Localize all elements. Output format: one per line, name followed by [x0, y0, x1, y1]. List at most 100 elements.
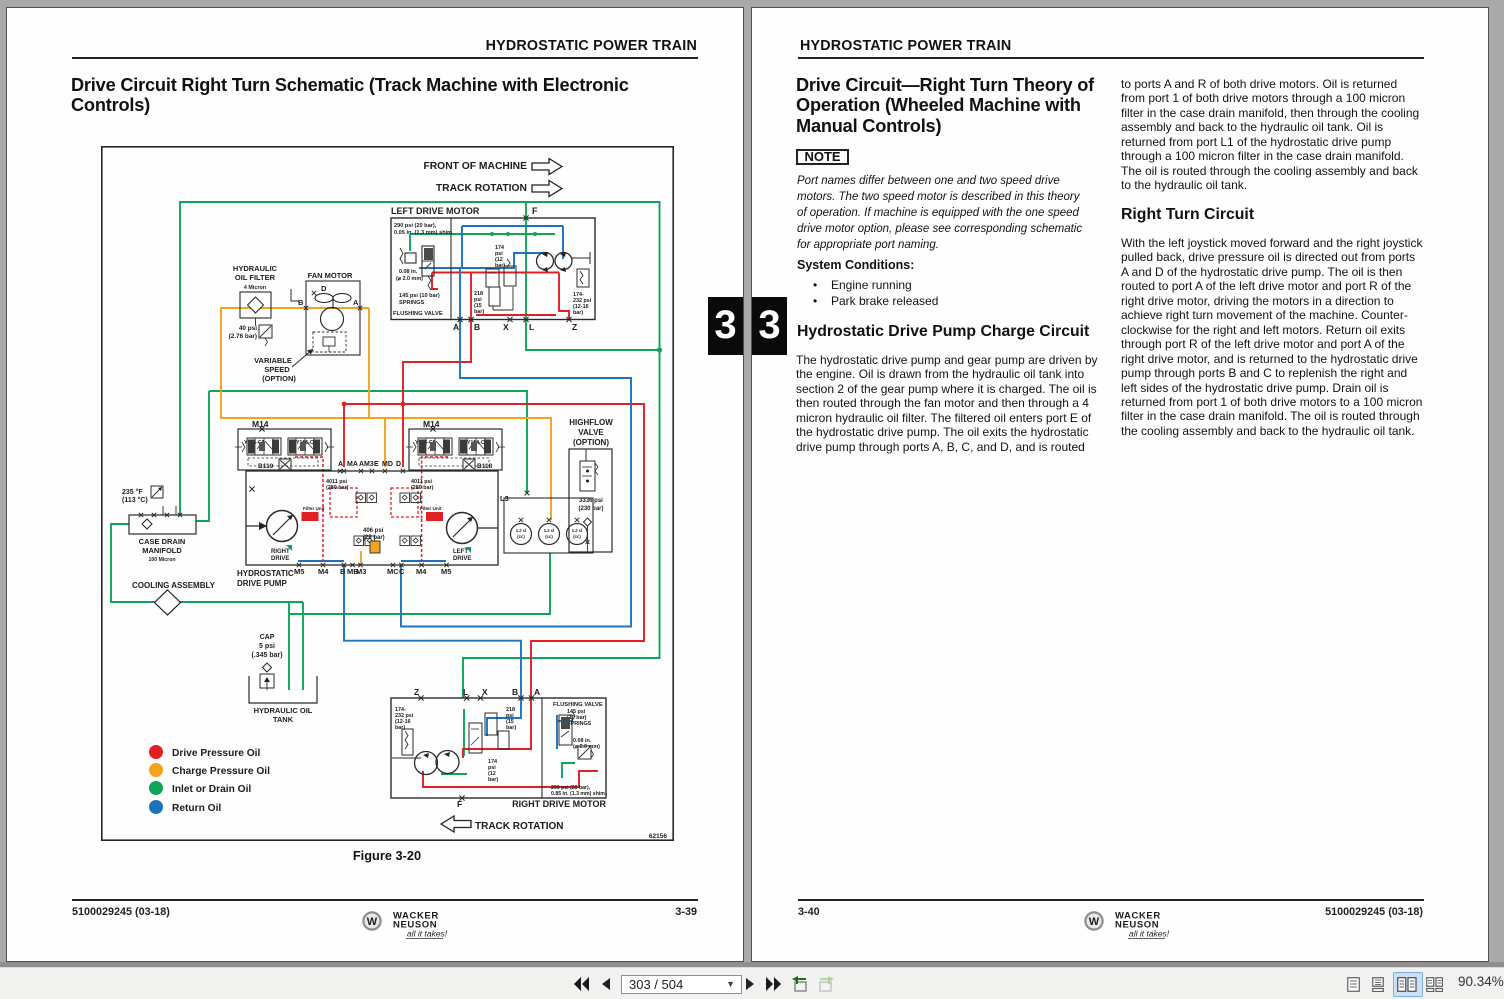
svg-text:(280 bar): (280 bar)	[411, 485, 434, 491]
svg-text:(15: (15	[506, 719, 514, 725]
svg-text:MC: MC	[387, 567, 399, 576]
svg-text:(OPTION): (OPTION)	[262, 374, 296, 383]
svg-text:1.2 cl: 1.2 cl	[544, 528, 554, 533]
svg-text:Y164-C1: Y164-C1	[467, 440, 488, 446]
svg-text:F: F	[457, 799, 462, 809]
svg-text:(⌀ 2.0 mm): (⌀ 2.0 mm)	[573, 744, 600, 750]
svg-text:RIGHT: RIGHT	[271, 549, 290, 555]
svg-text:Z: Z	[572, 322, 577, 332]
svg-text:all it takes!: all it takes!	[407, 929, 448, 939]
svg-text:D: D	[396, 461, 401, 468]
svg-text:psi: psi	[495, 251, 503, 257]
svg-text:MA: MA	[347, 461, 358, 468]
svg-text:B: B	[474, 322, 480, 332]
svg-text:E: E	[374, 461, 379, 468]
svg-text:145 psi (10 bar): 145 psi (10 bar)	[399, 293, 440, 299]
svg-text:SPRINGS: SPRINGS	[399, 300, 424, 306]
svg-text:FLUSHING VALVE: FLUSHING VALVE	[393, 311, 443, 317]
svg-text:3336 psi: 3336 psi	[579, 498, 603, 504]
svg-text:X: X	[503, 322, 509, 332]
svg-text:FRONT OF MACHINE: FRONT OF MACHINE	[423, 161, 527, 172]
svg-text:M5: M5	[294, 567, 304, 576]
svg-text:HIGHFLOW: HIGHFLOW	[569, 418, 613, 427]
svg-text:VALVE: VALVE	[578, 428, 604, 437]
svg-text:62156: 62156	[649, 833, 667, 840]
svg-text:TRACK ROTATION: TRACK ROTATION	[436, 183, 527, 194]
svg-text:M14: M14	[423, 419, 440, 429]
svg-text:D: D	[321, 284, 327, 293]
svg-text:LEFT: LEFT	[453, 549, 468, 555]
svg-text:psi: psi	[474, 297, 482, 303]
svg-text:DRIVE PUMP: DRIVE PUMP	[237, 579, 287, 588]
svg-text:406 psi: 406 psi	[363, 528, 384, 534]
svg-text:psi: psi	[488, 765, 496, 771]
svg-text:TANK: TANK	[273, 715, 294, 724]
svg-text:MD: MD	[382, 461, 393, 468]
svg-text:W: W	[1089, 916, 1100, 928]
svg-text:0.08 in.: 0.08 in.	[573, 738, 592, 744]
svg-text:C: C	[399, 567, 405, 576]
svg-text:CAP: CAP	[260, 634, 275, 641]
svg-text:145 psi: 145 psi	[567, 709, 586, 715]
svg-text:M14: M14	[252, 419, 269, 429]
svg-text:290 psi (20 bar),: 290 psi (20 bar),	[551, 785, 591, 791]
svg-text:Filter Unit: Filter Unit	[303, 506, 325, 511]
svg-text:HYDROSTATIC: HYDROSTATIC	[237, 569, 294, 578]
svg-text:(280 bar): (280 bar)	[326, 485, 349, 491]
svg-text:VARIABLE: VARIABLE	[254, 356, 292, 365]
svg-text:(12-16: (12-16	[395, 719, 411, 725]
svg-text:NEUSON: NEUSON	[393, 920, 437, 931]
svg-text:HYDRAULIC OIL: HYDRAULIC OIL	[254, 706, 313, 715]
svg-text:Inlet or Drain Oil: Inlet or Drain Oil	[172, 784, 251, 795]
svg-text:0.05 in. (1.3 mm) shim: 0.05 in. (1.3 mm) shim	[394, 230, 452, 236]
svg-text:WACKER: WACKER	[1115, 911, 1161, 922]
svg-text:(12: (12	[495, 257, 503, 263]
svg-text:174: 174	[495, 245, 504, 251]
svg-text:MANIFOLD: MANIFOLD	[142, 546, 182, 555]
svg-text:L: L	[529, 322, 534, 332]
svg-text:(.345 bar): (.345 bar)	[251, 652, 282, 659]
svg-text:(230 bar): (230 bar)	[578, 506, 603, 512]
svg-text:A: A	[338, 461, 343, 468]
svg-text:TRACK ROTATION: TRACK ROTATION	[475, 821, 564, 832]
svg-text:(10 bar): (10 bar)	[567, 715, 587, 721]
svg-text:Filter Unit: Filter Unit	[420, 506, 442, 511]
svg-text:bar): bar)	[395, 725, 405, 731]
svg-text:(15: (15	[474, 303, 482, 309]
svg-text:F: F	[532, 206, 538, 216]
svg-text:4 Micron: 4 Micron	[244, 285, 266, 291]
svg-text:A: A	[453, 322, 459, 332]
svg-text:232 psi: 232 psi	[395, 713, 414, 719]
svg-text:M3: M3	[356, 567, 366, 576]
svg-text:1.2 cl: 1.2 cl	[572, 528, 582, 533]
svg-text:5 psi: 5 psi	[259, 643, 275, 650]
svg-text:B: B	[298, 298, 304, 307]
svg-text:psi: psi	[506, 713, 514, 719]
svg-text:L: L	[463, 687, 468, 697]
svg-text:B118: B118	[477, 463, 493, 470]
svg-text:bar): bar)	[488, 777, 498, 783]
svg-text:FLUSHING VALVE: FLUSHING VALVE	[553, 702, 603, 708]
svg-text:COOLING ASSEMBLY: COOLING ASSEMBLY	[132, 581, 216, 590]
svg-text:4011 psi: 4011 psi	[411, 479, 432, 485]
svg-text:Drive Pressure Oil: Drive Pressure Oil	[172, 748, 261, 759]
svg-text:218: 218	[474, 291, 483, 297]
svg-text:(28 bar): (28 bar)	[363, 535, 385, 541]
svg-text:MB: MB	[347, 567, 359, 576]
svg-text:bar): bar)	[474, 309, 484, 315]
svg-text:DRIVE: DRIVE	[271, 556, 289, 562]
svg-text:B119: B119	[258, 463, 274, 470]
svg-text:290 psi (20 bar),: 290 psi (20 bar),	[394, 223, 437, 229]
svg-text:SPRINGS: SPRINGS	[567, 721, 592, 727]
svg-text:M4: M4	[416, 567, 427, 576]
svg-text:Z: Z	[414, 687, 419, 697]
svg-text:AM3: AM3	[359, 461, 374, 468]
svg-text:100 Micron: 100 Micron	[148, 557, 175, 563]
svg-text:DRIVE: DRIVE	[453, 556, 471, 562]
svg-text:174-: 174-	[395, 707, 406, 713]
svg-text:(⌀ 2.0 mm): (⌀ 2.0 mm)	[396, 276, 423, 282]
svg-text:L3: L3	[500, 494, 509, 503]
svg-text:(2.76 bar): (2.76 bar)	[229, 333, 257, 340]
svg-text:(12: (12	[488, 771, 496, 777]
svg-text:bar): bar)	[573, 310, 583, 316]
